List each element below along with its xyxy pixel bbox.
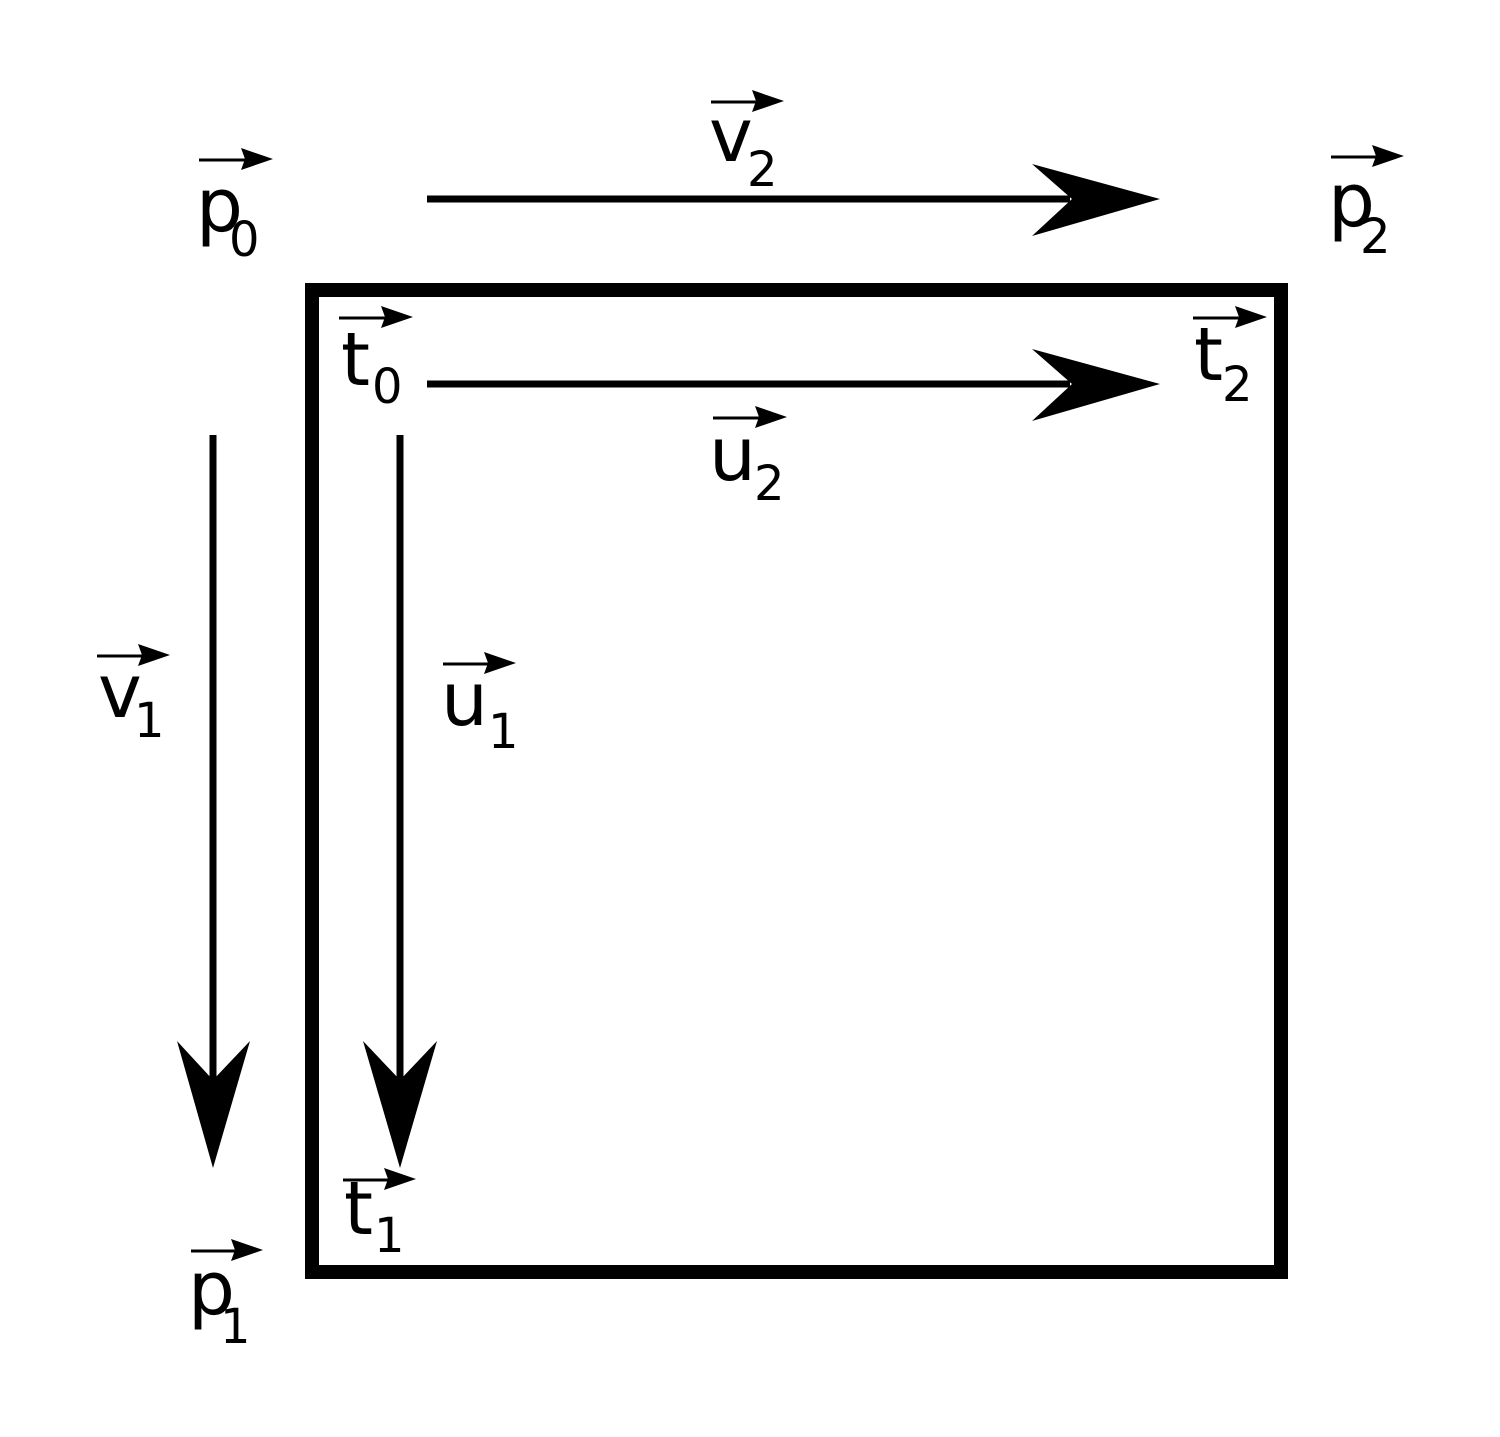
label-p1-vector-arrow-head bbox=[231, 1239, 263, 1261]
label-p2-vector-arrow-head bbox=[1372, 145, 1404, 167]
label-v2: v 2 bbox=[709, 90, 784, 198]
label-t0-base: t bbox=[341, 317, 370, 403]
label-u1-vector-arrow-head bbox=[484, 652, 516, 674]
label-v2-sub: 2 bbox=[747, 142, 778, 198]
label-p1-sub: 1 bbox=[220, 1299, 251, 1355]
label-u2-sub: 2 bbox=[754, 456, 785, 512]
square-outline bbox=[305, 283, 1288, 1279]
label-v1-base: v bbox=[98, 649, 142, 735]
label-t1-sub: 1 bbox=[374, 1208, 405, 1264]
arrow-v1 bbox=[177, 435, 250, 1168]
label-t1-vector-arrow-head bbox=[384, 1168, 416, 1190]
arrow-u2-head bbox=[1032, 349, 1160, 421]
label-u1-base: u bbox=[441, 657, 488, 743]
label-p2-sub: 2 bbox=[1360, 209, 1391, 265]
label-v2-vector-arrow-head bbox=[752, 90, 784, 112]
label-v1-sub: 1 bbox=[134, 693, 165, 749]
label-p0-vector-arrow-head bbox=[241, 148, 273, 170]
arrow-u1-head bbox=[363, 1041, 437, 1168]
arrow-u2 bbox=[427, 349, 1160, 421]
label-t2-vector-arrow-head bbox=[1235, 306, 1267, 328]
label-u1: u 1 bbox=[441, 652, 519, 760]
label-u1-sub: 1 bbox=[488, 704, 519, 760]
label-t1: t 1 bbox=[343, 1166, 416, 1264]
label-p2-base: p bbox=[1328, 158, 1375, 244]
label-u2: u 2 bbox=[709, 406, 787, 512]
arrow-v2 bbox=[427, 164, 1160, 236]
label-u2-base: u bbox=[709, 412, 756, 498]
label-p2: p 2 bbox=[1328, 145, 1404, 265]
label-t2-base: t bbox=[1194, 312, 1223, 398]
label-v1: v 1 bbox=[97, 644, 170, 749]
label-p0-sub: 0 bbox=[229, 212, 260, 268]
label-t0-sub: 0 bbox=[372, 359, 403, 415]
label-u2-vector-arrow-head bbox=[755, 406, 787, 428]
label-t0-vector-arrow-head bbox=[381, 306, 413, 328]
arrow-v2-head bbox=[1032, 164, 1160, 236]
label-p0-base: p bbox=[196, 163, 243, 249]
arrow-v1-head bbox=[177, 1041, 250, 1168]
label-t0: t 0 bbox=[339, 306, 413, 415]
label-t2: t 2 bbox=[1193, 306, 1267, 413]
arrow-u1 bbox=[363, 435, 437, 1168]
label-p0: p 0 bbox=[196, 148, 273, 268]
label-p1: p 1 bbox=[188, 1239, 263, 1355]
label-t2-sub: 2 bbox=[1222, 357, 1253, 413]
label-p1-base: p bbox=[188, 1246, 235, 1332]
label-v2-base: v bbox=[709, 93, 753, 179]
label-v1-vector-arrow-head bbox=[138, 644, 170, 666]
